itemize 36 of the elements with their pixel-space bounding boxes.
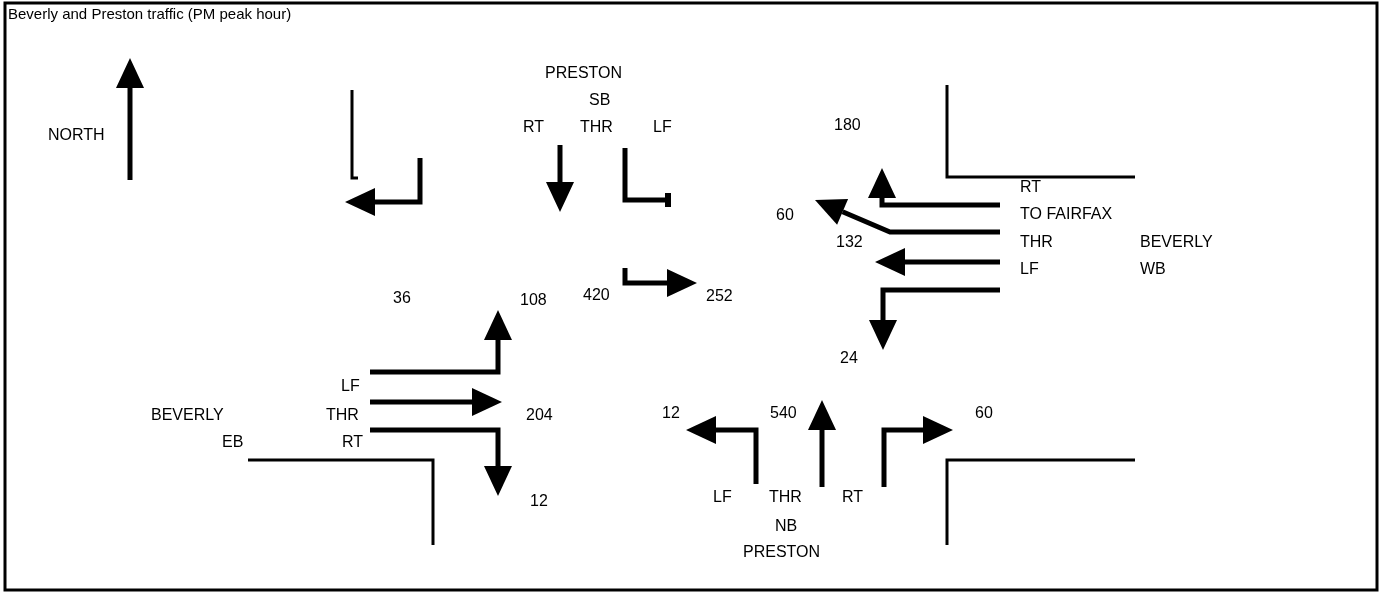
lane-label: RT [342, 433, 364, 451]
lane-label: THR [1020, 233, 1053, 251]
volume-count: 12 [530, 492, 548, 510]
direction-label: NB [775, 517, 798, 535]
direction-label: WB [1140, 260, 1166, 278]
volume-count: 36 [393, 289, 411, 307]
street-name: BEVERLY [151, 406, 224, 424]
lane-label: THR [769, 488, 802, 506]
lane-label: RT [523, 118, 545, 136]
volume-count: 12 [662, 404, 680, 422]
direction-label: SB [589, 91, 611, 109]
lane-label: RT [842, 488, 864, 506]
street-name: PRESTON [545, 64, 623, 82]
diagram-title: Beverly and Preston traffic (PM peak hour) [8, 5, 292, 23]
lane-label: LF [341, 377, 360, 395]
volume-count: 180 [834, 116, 861, 134]
lane-label: THR [326, 406, 359, 424]
volume-count: 132 [836, 233, 863, 251]
lane-label: LF [713, 488, 732, 506]
lane-label: LF [653, 118, 672, 136]
lane-label: THR [580, 118, 613, 136]
volume-count: 540 [770, 404, 797, 422]
lane-label: LF [1020, 260, 1039, 278]
street-name: PRESTON [743, 543, 821, 561]
volume-count: 60 [975, 404, 993, 422]
north-label: NORTH [48, 126, 105, 144]
volume-count: 60 [776, 206, 794, 224]
lane-label: RT [1020, 178, 1042, 196]
volume-count: 252 [706, 287, 733, 305]
volume-count: 420 [583, 286, 610, 304]
direction-label: EB [222, 433, 244, 451]
volume-count: 108 [520, 291, 547, 309]
lane-label: TO FAIRFAX [1020, 205, 1113, 223]
volume-count: 204 [526, 406, 553, 424]
volume-count: 24 [840, 349, 858, 367]
street-name: BEVERLY [1140, 233, 1213, 251]
